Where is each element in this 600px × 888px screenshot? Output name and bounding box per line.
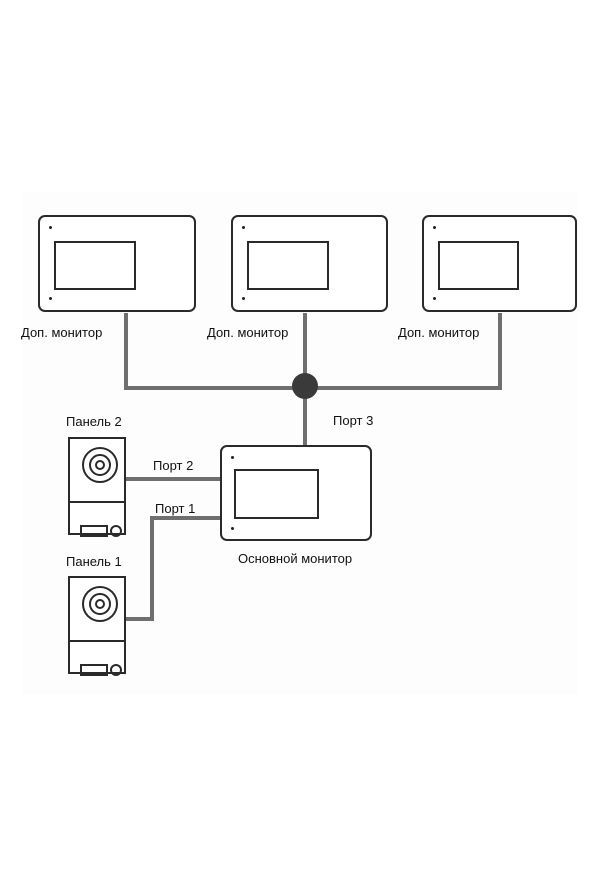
panel-1-label: Панель 1	[66, 554, 122, 569]
wire-aux-monitor-3	[305, 313, 502, 390]
panel-2-label: Панель 2	[66, 414, 122, 429]
call-button-icon	[110, 664, 122, 676]
wire-aux-monitor-1	[124, 313, 305, 390]
camera-block	[70, 578, 124, 642]
camera-lens-icon	[82, 447, 118, 483]
aux-monitor-1	[38, 215, 196, 312]
main-monitor-label: Основной монитор	[238, 551, 353, 566]
monitor-screen	[54, 241, 136, 290]
aux-monitor-2-label: Доп. монитор	[207, 325, 289, 340]
call-button-icon	[110, 525, 122, 537]
aux-monitor-3-label: Доп. монитор	[398, 325, 480, 340]
indicator-dot	[231, 456, 234, 459]
monitor-screen	[438, 241, 519, 290]
door-panel-2	[68, 437, 126, 537]
indicator-dot	[49, 297, 52, 300]
monitor-screen	[247, 241, 329, 290]
indicator-dot	[231, 527, 234, 530]
indicator-dot	[433, 226, 436, 229]
indicator-dot	[433, 297, 436, 300]
name-plate	[80, 525, 108, 537]
indicator-dot	[49, 226, 52, 229]
camera-block	[70, 439, 124, 503]
wire-port-1	[124, 516, 221, 621]
port-3-label: Порт 3	[333, 413, 374, 428]
indicator-dot	[242, 226, 245, 229]
name-plate	[80, 664, 108, 676]
door-panel-1	[68, 576, 126, 676]
port-1-label: Порт 1	[155, 501, 196, 516]
main-monitor	[220, 445, 372, 541]
junction-node	[292, 373, 318, 399]
camera-lens-icon	[82, 586, 118, 622]
indicator-dot	[242, 297, 245, 300]
aux-monitor-3	[422, 215, 577, 312]
aux-monitor-2	[231, 215, 388, 312]
aux-monitor-1-label: Доп. монитор	[21, 325, 103, 340]
port-2-label: Порт 2	[153, 458, 194, 473]
monitor-screen	[234, 469, 319, 519]
